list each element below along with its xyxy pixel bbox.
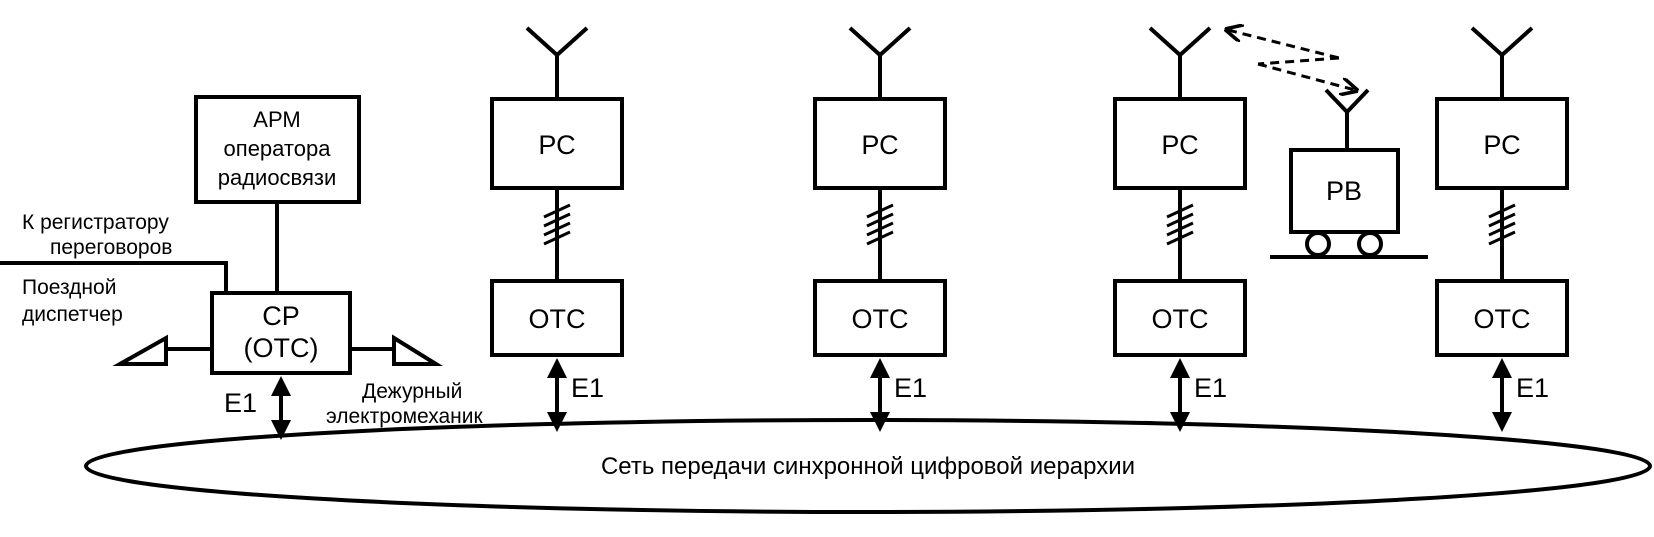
wheel-right xyxy=(1357,231,1383,257)
central-box xyxy=(210,291,352,375)
registrar-label-line1: К регистратору xyxy=(22,211,169,234)
radio-link-icon xyxy=(1228,30,1355,90)
registrar-line xyxy=(0,261,228,293)
network-ellipse xyxy=(84,418,1652,514)
rs-box xyxy=(1113,97,1247,190)
dispatcher-label-line2: диспетчер xyxy=(22,303,123,326)
station-1: РС ОТС Е1 xyxy=(490,26,624,432)
ots-box xyxy=(1435,279,1569,357)
ots-label: ОТС xyxy=(529,304,586,334)
ots-box xyxy=(813,279,947,357)
multichannel-icon xyxy=(543,203,571,246)
ots-box xyxy=(490,279,624,357)
multichannel-icon xyxy=(1488,203,1516,246)
rs-label: РС xyxy=(861,130,898,160)
rs-label: РС xyxy=(1161,130,1198,160)
arm-label-line3: радиосвязи xyxy=(218,165,337,190)
rs-label: РС xyxy=(538,130,575,160)
stations-layer: РС ОТС Е1 РС ОТС Е1 РС ОТС Е1 РС ОТС Е1 xyxy=(490,26,1569,432)
arm-operator: АРМ оператора радиосвязи xyxy=(194,95,361,204)
mobile-station: РВ xyxy=(1270,88,1428,259)
e1-label: Е1 xyxy=(894,373,927,403)
multichannel-icon xyxy=(866,203,894,246)
electromechanic-terminal-icon xyxy=(350,334,444,366)
sdh-network: Сеть передачи синхронной цифровой иерарх… xyxy=(84,418,1652,514)
registrar-label-line2: переговоров xyxy=(50,236,172,259)
ots-label: ОТС xyxy=(852,304,909,334)
central-sr-ots: СР (ОТС) xyxy=(210,291,352,375)
mobile-antenna-icon xyxy=(1324,88,1370,150)
mobile-label: РВ xyxy=(1326,176,1362,206)
antenna-icon xyxy=(1470,26,1534,99)
network-label: Сеть передачи синхронной цифровой иерарх… xyxy=(601,453,1135,480)
central-label-line1: СР xyxy=(262,301,300,331)
ots-box xyxy=(1113,279,1247,357)
e1-label: Е1 xyxy=(1516,373,1549,403)
ots-label: ОТС xyxy=(1474,304,1531,334)
rs-box xyxy=(813,97,947,190)
electromech-label-line1: Дежурный xyxy=(362,380,462,403)
station-3: РС ОТС Е1 xyxy=(1113,26,1247,432)
mobile-box xyxy=(1289,148,1400,234)
rs-label: РС xyxy=(1483,130,1520,160)
antenna-icon xyxy=(525,26,589,99)
central-label-line2: (ОТС) xyxy=(244,333,319,363)
central-e1-label: Е1 xyxy=(224,388,257,418)
wheel-left xyxy=(1305,231,1331,257)
rs-box xyxy=(1435,97,1569,190)
antenna-icon xyxy=(848,26,912,99)
electromech-label-line2: электромеханик xyxy=(326,405,484,428)
arm-label-line1: АРМ xyxy=(253,107,300,132)
dispatcher-label-line1: Поездной xyxy=(22,276,116,299)
multichannel-icon xyxy=(1166,203,1194,246)
station-2: РС ОТС Е1 xyxy=(813,26,947,432)
e1-label: Е1 xyxy=(1194,373,1227,403)
ots-label: ОТС xyxy=(1152,304,1209,334)
e1-label: Е1 xyxy=(571,373,604,403)
dispatcher-terminal-icon xyxy=(112,334,212,366)
station-4: РС ОТС Е1 xyxy=(1435,26,1569,432)
antenna-icon xyxy=(1148,26,1212,99)
arm-label-line2: оператора xyxy=(224,136,332,161)
